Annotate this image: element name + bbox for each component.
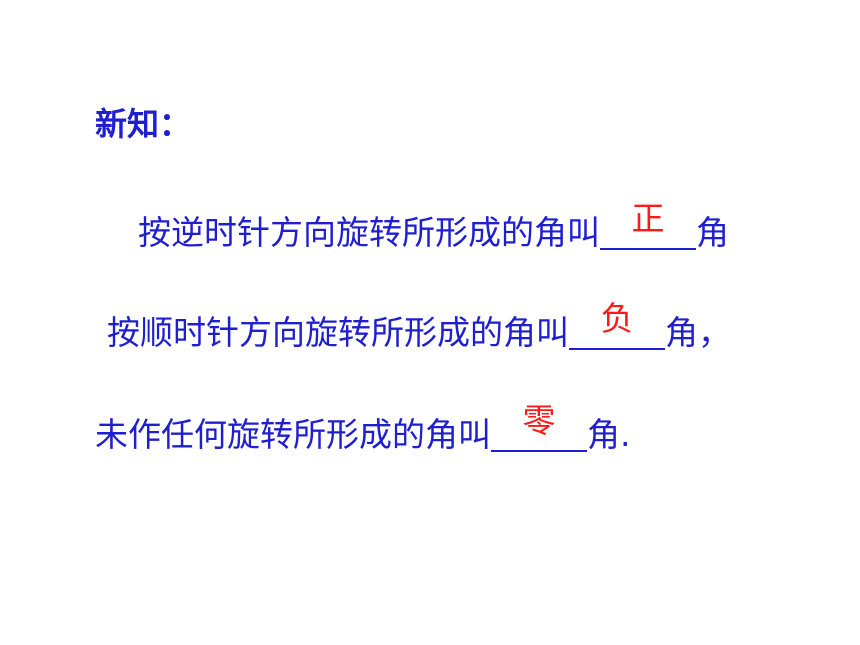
answer-blank: 正	[600, 202, 696, 250]
line-text-after: 角，	[665, 313, 731, 352]
answer-text: 正	[631, 199, 665, 238]
definition-line-positive-angle: 按逆时针方向旋转所形成的角叫正角	[138, 202, 729, 252]
line-text-after: 角.	[587, 415, 631, 454]
line-text-before: 未作任何旋转所形成的角叫	[95, 415, 491, 454]
answer-blank: 零	[491, 404, 587, 452]
answer-blank: 负	[569, 302, 665, 350]
line-text-after: 角	[696, 213, 729, 252]
definition-line-negative-angle: 按顺时针方向旋转所形成的角叫负角，	[107, 302, 731, 352]
slide-title: 新知：	[95, 105, 192, 143]
answer-text: 负	[600, 299, 634, 338]
line-text-before: 按顺时针方向旋转所形成的角叫	[107, 313, 569, 352]
answer-text: 零	[522, 401, 556, 440]
line-text-before: 按逆时针方向旋转所形成的角叫	[138, 213, 600, 252]
definition-line-zero-angle: 未作任何旋转所形成的角叫零角.	[95, 404, 631, 454]
